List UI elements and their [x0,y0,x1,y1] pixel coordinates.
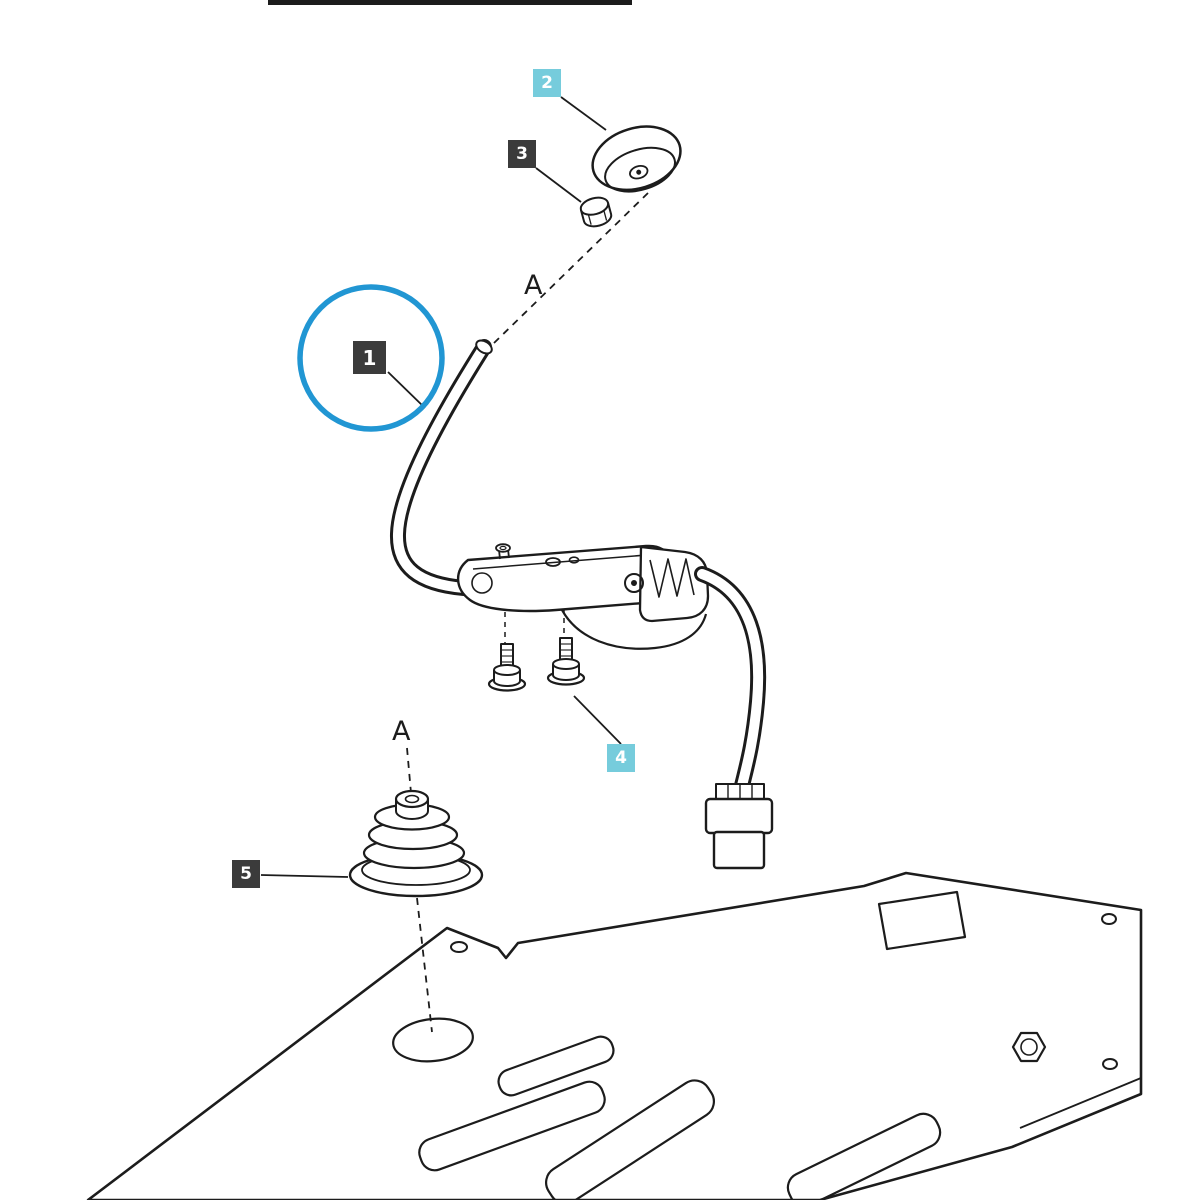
part-lever-rod [390,339,493,596]
bracket-top-edge-line [472,553,660,570]
bolt-right [546,637,586,686]
panel-hex-bolt [1011,1031,1047,1063]
bracket-top-stud [495,543,511,560]
highlight-circle [297,284,445,432]
top-crop-bar [268,0,632,5]
bracket-hole-2 [568,556,580,564]
bracket-hole-1 [545,557,561,567]
leader-line-2 [560,96,607,131]
callout-badge-3[interactable]: 3 [508,140,536,168]
panel-small-hole-bottomright [1102,1058,1118,1070]
callout-badge-5[interactable]: 5 [232,860,260,888]
bracket-assembly [456,543,710,650]
boot-top-hole [404,794,420,804]
panel-fold-crease [1019,1077,1142,1129]
boot-top-cap [394,789,430,809]
panel-slot-3 [545,1079,715,1200]
reference-letter-upper: A [524,270,543,301]
housing-spring-detail [649,558,695,598]
callout-leader-lines [260,96,622,878]
leader-line-4 [573,695,622,745]
rod-end-cap [475,339,493,355]
leader-line-3 [535,167,582,203]
panel-slot-2 [418,1080,606,1172]
leader-line-1 [387,371,426,409]
knob-socket-dot [636,169,642,175]
callout-badge-2[interactable]: 2 [533,69,561,97]
leader-line-5 [260,874,349,878]
part-nut [579,196,613,228]
connector-lower-body [712,830,766,870]
wiring-cable [694,566,767,798]
panel-slot-1 [497,1035,615,1097]
part-mounting-bolts [487,637,586,692]
housing-pivot-circle [624,573,644,593]
connector-body [704,797,774,835]
floor-panel-outline [86,871,1143,1200]
reference-letter-lower: A [392,716,411,747]
axis-line-lower-bottom [416,897,433,1033]
part-knob [591,125,682,193]
callout-badge-1[interactable]: 1 [353,341,386,374]
panel-small-hole-left [450,941,468,953]
axis-line-upper [493,192,649,344]
bracket-lower-gusset [559,605,708,650]
part-rubber-boot [348,789,484,898]
axis-line-lower-top [406,747,412,794]
assembly-axis-lines [406,192,649,1033]
bolt-left [487,643,527,692]
panel-slot-4 [786,1112,942,1200]
callout-badge-4[interactable]: 4 [607,744,635,772]
floor-panel [86,871,1143,1200]
panel-rect-cutout [877,890,967,951]
connector-plug [704,783,774,870]
bracket-pivot-boss [471,572,493,594]
housing-pivot-dot [631,580,637,586]
panel-small-hole-topright [1101,913,1117,925]
